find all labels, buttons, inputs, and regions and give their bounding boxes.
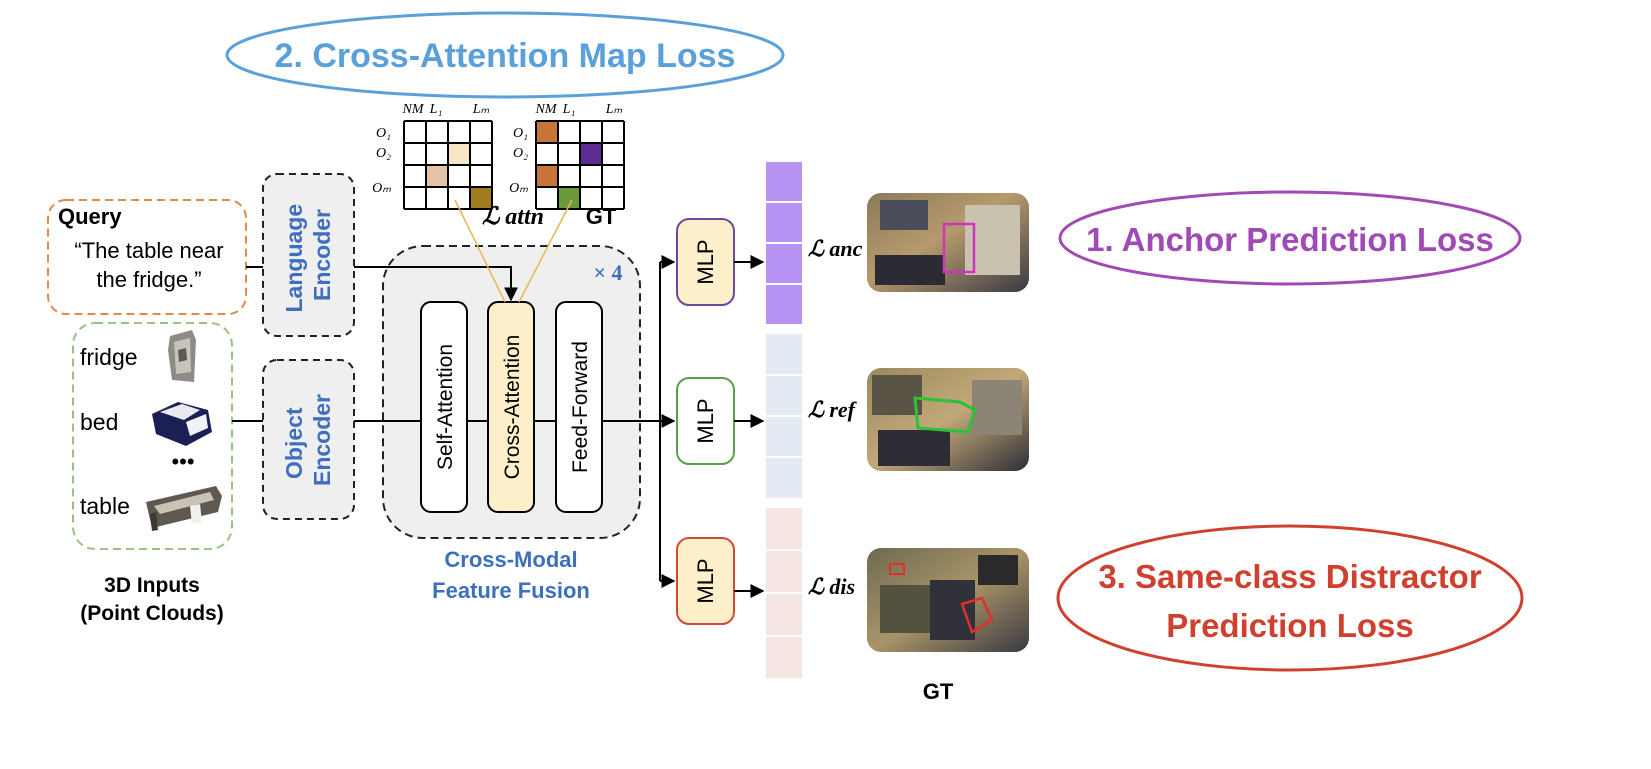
inputs-caption-line2: (Point Clouds) <box>80 602 223 625</box>
gt-map-col-label-lm: Lₘ <box>605 102 623 117</box>
input-label-fridge: fridge <box>80 344 138 370</box>
object-encoder-line1: Object <box>281 407 307 479</box>
pred-map-to-cross-attention-line <box>454 199 506 303</box>
anchor-loss-ellipse <box>1058 190 1522 286</box>
gt-map-row-label-o2: O₂ <box>513 146 528 161</box>
dis-scene-image <box>867 548 1029 652</box>
pred-map-row-label-o1: O₁ <box>376 126 391 141</box>
fusion-caption-line2: Feature Fusion <box>432 578 590 603</box>
anchor-score-bar <box>766 162 802 324</box>
pred-map-row-label-om: Oₘ <box>372 181 391 196</box>
gt-map-col-label-l1: L₁ <box>562 102 576 117</box>
self-attention-block <box>420 301 468 513</box>
pred-map-col-label-lm: Lₘ <box>472 102 490 117</box>
self-attention-label: Self-Attention <box>434 344 457 470</box>
cross-attention-label: Cross-Attention <box>501 335 524 480</box>
mlp-dis-box <box>676 537 735 625</box>
ref-score-bar <box>766 334 802 498</box>
pred-map-cell-1 <box>426 165 448 187</box>
fridge-point-cloud-image <box>168 330 196 382</box>
query-text-line2: the fridge.” <box>96 267 201 292</box>
cross-attention-loss-title: 2. Cross-Attention Map Loss <box>275 37 736 75</box>
input-label-bed: bed <box>80 409 118 435</box>
input-label-table: table <box>80 493 130 519</box>
bed-point-cloud-image <box>152 402 212 446</box>
table-point-cloud-image <box>146 486 222 531</box>
query-box <box>47 199 247 315</box>
ref-loss-label: ℒ ref <box>808 397 858 422</box>
dis-score-bar <box>766 508 802 678</box>
distractor-loss-title-line2: Prediction Loss <box>1166 607 1414 644</box>
inputs-caption-line1: 3D Inputs <box>104 574 200 597</box>
gt-map-row-label-om: Oₘ <box>509 181 528 196</box>
fusion-repeat-label: × 4 <box>593 260 622 285</box>
gt-map-cell-3 <box>558 187 580 209</box>
language-encoder-box <box>262 173 355 337</box>
object-encoder-box <box>262 359 355 520</box>
gt-map-to-cross-attention-line <box>518 199 573 303</box>
distractor-loss-ellipse <box>1056 524 1524 672</box>
pred-map-col-label-nm: NM <box>402 102 425 117</box>
object-encoder-label: Object Encoder <box>281 394 335 486</box>
gt-map-cell-2 <box>536 165 558 187</box>
gt-map-col-label-nm: NM <box>535 102 558 117</box>
language-to-cross-attention-arrow <box>354 266 518 302</box>
gt-map-cell-0 <box>536 121 558 143</box>
input-ellipsis: ••• <box>171 449 194 474</box>
gt-attention-map <box>535 120 625 210</box>
language-encoder-line2: Encoder <box>309 209 335 301</box>
gt-map-row-label-o1: O₁ <box>513 126 528 141</box>
language-encoder-label: Language Encoder <box>281 197 335 312</box>
feed-forward-block <box>555 301 603 513</box>
query-title: Query <box>58 204 122 229</box>
anchor-loss-label: ℒ anc <box>808 236 863 261</box>
fusion-caption-line1: Cross-Modal <box>444 547 577 572</box>
cross-attention-loss-ellipse <box>225 11 785 99</box>
ref-scene-image <box>867 368 1029 471</box>
anchor-scene-image <box>867 193 1029 292</box>
dis-loss-label: ℒ dis <box>808 574 855 599</box>
object-encoder-line2: Encoder <box>309 394 335 486</box>
pred-map-cell-2 <box>470 187 492 209</box>
pred-map-col-label-l1: L₁ <box>429 102 443 117</box>
anchor-loss-title: 1. Anchor Prediction Loss <box>1086 221 1494 258</box>
pred-map-row-label-o2: O₂ <box>376 146 391 161</box>
cross-attention-block <box>487 301 535 513</box>
language-encoder-line1: Language <box>281 204 307 313</box>
distractor-loss-title-line1: 3. Same-class Distractor <box>1098 558 1482 595</box>
predicted-attention-map <box>403 120 493 210</box>
mlp-anchor-label: MLP <box>693 239 718 284</box>
gt-map-label: GT <box>586 204 617 229</box>
gt-scene-caption: GT <box>923 679 954 704</box>
mlp-ref-label: MLP <box>693 398 718 443</box>
pred-map-cell-0 <box>448 143 470 165</box>
attn-loss-label: ℒ attn <box>482 204 544 230</box>
query-text-line1: “The table near <box>74 238 223 263</box>
feed-forward-label: Feed-Forward <box>569 341 592 473</box>
mlp-dis-label: MLP <box>693 558 718 603</box>
gt-map-cell-1 <box>580 143 602 165</box>
